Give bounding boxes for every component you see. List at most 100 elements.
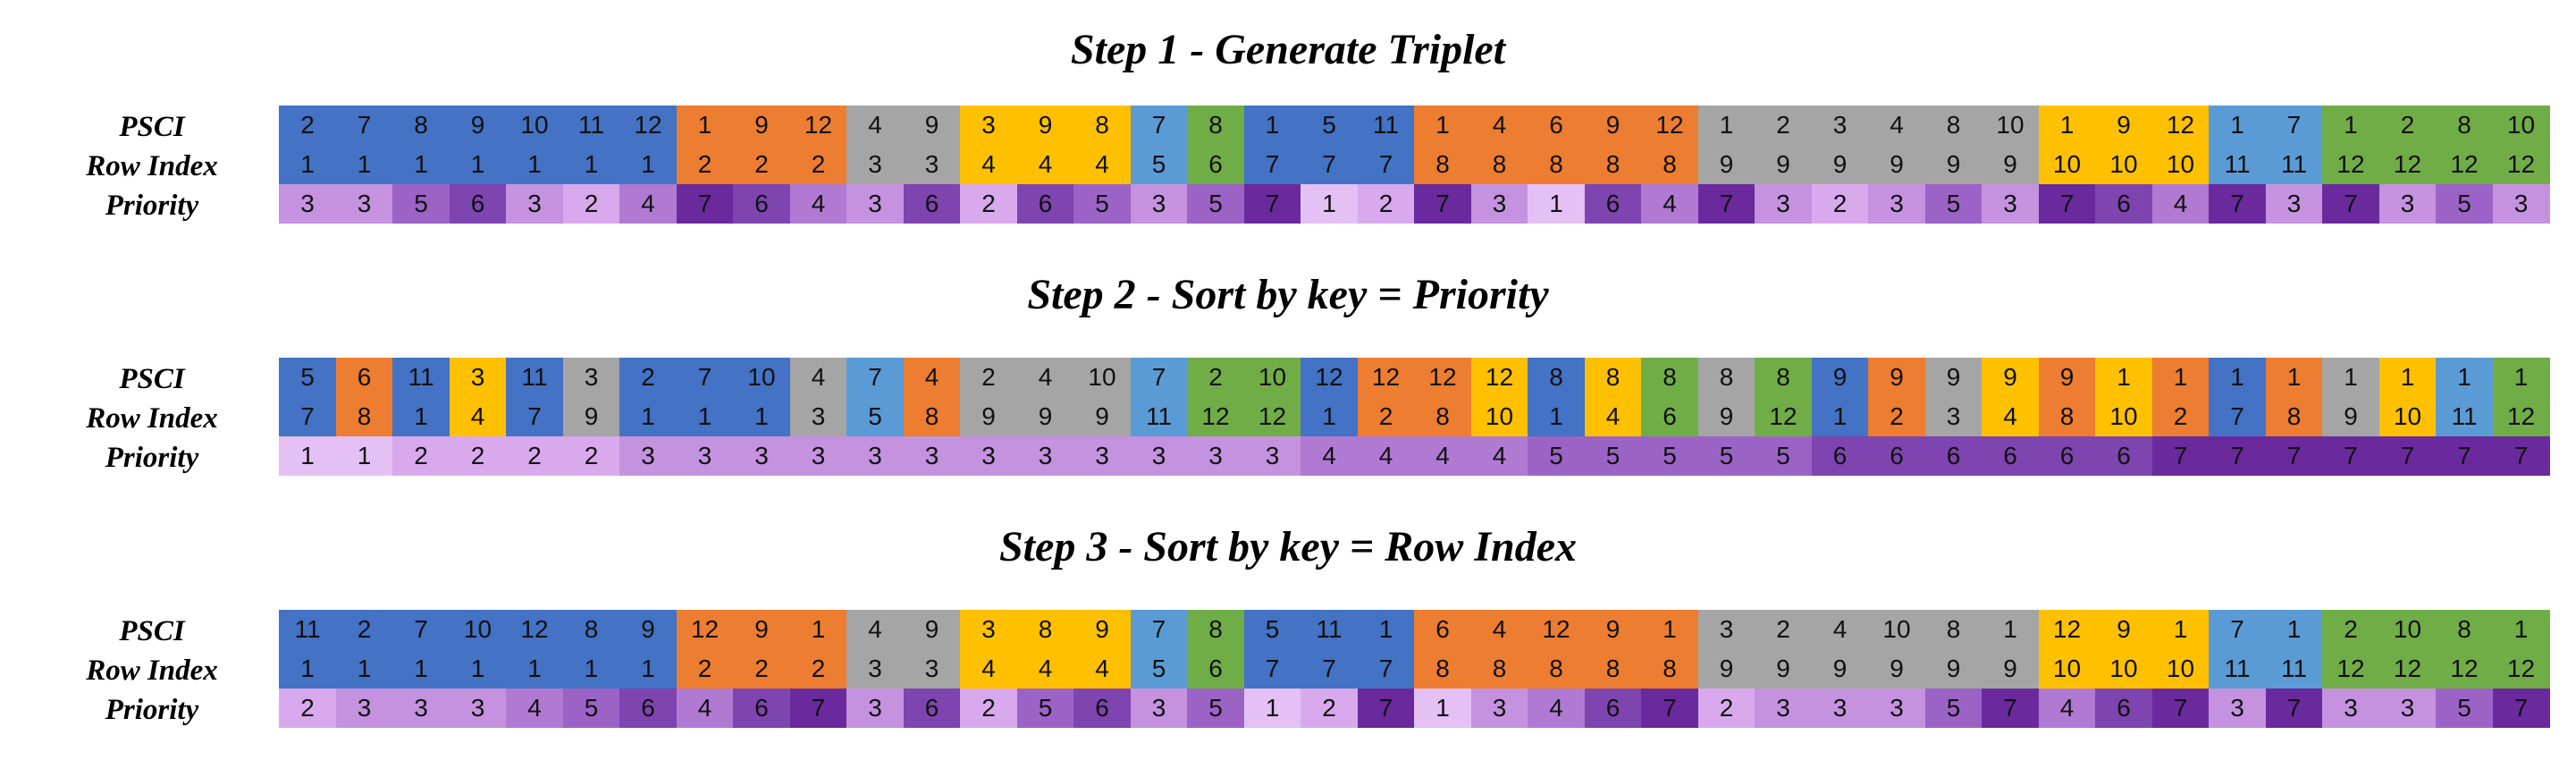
- psci-cell: 8: [2436, 610, 2493, 649]
- row-index-cell: 8: [1528, 649, 1585, 689]
- psci-cell: 8: [1755, 358, 1812, 397]
- psci-cell: 9: [2095, 610, 2152, 649]
- psci-cell: 2: [619, 358, 677, 397]
- psci-cell: 10: [733, 358, 790, 397]
- row-index-cell: 4: [449, 397, 507, 436]
- row-index-cell: 1: [392, 397, 450, 436]
- psci-cell: 8: [562, 610, 620, 649]
- row-index-cell: 1: [733, 397, 790, 436]
- row-index-cell: 8: [2038, 397, 2096, 436]
- psci-cell: 4: [1470, 610, 1528, 649]
- row-index-cell: 9: [1073, 397, 1131, 436]
- row-index-cell: 11: [2209, 649, 2266, 689]
- priority-cell: 7: [2265, 436, 2323, 476]
- priority-cell: 3: [1755, 184, 1812, 224]
- row-index-cell: 1: [676, 397, 734, 436]
- priority-cell: 3: [1982, 184, 2039, 224]
- row-index-cell: 8: [1414, 397, 1471, 436]
- row-index-cell: 1: [279, 145, 336, 184]
- row-index-cell: 11: [2265, 649, 2323, 689]
- row-index-cell: 9: [1755, 649, 1812, 689]
- psci-cell: 8: [1697, 358, 1755, 397]
- row-index-cell: 1: [619, 397, 677, 436]
- psci-cell: 2: [1755, 106, 1812, 145]
- psci-cell: 10: [506, 106, 563, 145]
- row-index-cell: 2: [789, 145, 847, 184]
- psci-cell: 8: [1528, 358, 1585, 397]
- row-index-cell: 1: [449, 145, 507, 184]
- priority-cell: 5: [1697, 436, 1755, 476]
- priority-cell: 3: [789, 436, 847, 476]
- psci-cell: 1: [2151, 358, 2210, 397]
- row-index-cell: 4: [960, 649, 1017, 689]
- psci-label: PSCI: [119, 111, 185, 143]
- row-index-cell: 1: [335, 145, 393, 184]
- priority-cell: 2: [1301, 689, 1358, 728]
- priority-cell: 4: [789, 184, 847, 224]
- priority-cell: 3: [2492, 184, 2550, 224]
- psci-cell: 2: [2378, 106, 2437, 145]
- priority-cell: 1: [1414, 689, 1471, 728]
- row-index-cell: 1: [619, 649, 677, 689]
- psci-cell: 11: [1357, 106, 1415, 145]
- psci-cell: 1: [789, 610, 847, 649]
- priority-cell: 7: [2492, 689, 2550, 728]
- psci-cell: 1: [2378, 358, 2437, 397]
- row-index-cell: 12: [2492, 397, 2550, 436]
- priority-cell: 2: [449, 436, 507, 476]
- priority-cell: 3: [1073, 436, 1131, 476]
- psci-cell: 1: [2436, 358, 2493, 397]
- psci-cell: 3: [449, 358, 507, 397]
- psci-cell: 1: [1697, 106, 1755, 145]
- priority-cell: 6: [2095, 689, 2152, 728]
- psci-cell: 1: [2151, 610, 2210, 649]
- priority-cell: 2: [562, 184, 620, 224]
- psci-cell: 4: [1016, 358, 1074, 397]
- psci-cell: 1: [2492, 610, 2550, 649]
- priority-cell: 4: [619, 184, 677, 224]
- psci-cell: 1: [2322, 358, 2379, 397]
- row-index-cell: 8: [1528, 145, 1585, 184]
- priority-cell: 2: [279, 689, 336, 728]
- priority-cell: 7: [2378, 436, 2437, 476]
- row-index-cell: 7: [2209, 397, 2266, 436]
- psci-cell: 9: [733, 610, 790, 649]
- psci-cell: 10: [1243, 358, 1301, 397]
- priority-cell: 3: [676, 436, 734, 476]
- priority-cell: 3: [1868, 184, 1925, 224]
- priority-label: Priority: [105, 694, 199, 726]
- priority-cell: 6: [2038, 436, 2096, 476]
- psci-cell: 1: [2038, 106, 2096, 145]
- priority-cell: 4: [1641, 184, 1698, 224]
- priority-cell: 7: [1357, 689, 1415, 728]
- step-2-title: Step 2 - Sort by key = Priority: [1027, 271, 1549, 318]
- priority-cell: 6: [2095, 184, 2152, 224]
- psci-cell: 1: [1357, 610, 1415, 649]
- row-index-cell: 3: [846, 145, 904, 184]
- priority-cell: 4: [2038, 689, 2096, 728]
- psci-cell: 1: [2209, 106, 2266, 145]
- row-index-cell: 9: [1811, 145, 1869, 184]
- priority-cell: 3: [1470, 184, 1528, 224]
- psci-cell: 8: [1187, 610, 1244, 649]
- priority-label: Priority: [105, 442, 199, 474]
- row-index-cell: 4: [1584, 397, 1642, 436]
- row-index-cell: 12: [1243, 397, 1301, 436]
- priority-cell: 7: [2322, 436, 2379, 476]
- priority-cell: 2: [1697, 689, 1755, 728]
- priority-cell: 3: [1130, 184, 1188, 224]
- psci-cell: 3: [1697, 610, 1755, 649]
- row-index-cell: 10: [2038, 145, 2096, 184]
- row-index-cell: 8: [1470, 145, 1528, 184]
- row-index-cell: 9: [1982, 649, 2039, 689]
- psci-cell: 11: [392, 358, 450, 397]
- psci-cell: 10: [1868, 610, 1925, 649]
- priority-cell: 5: [1187, 184, 1244, 224]
- priority-cell: 3: [2209, 689, 2266, 728]
- psci-label: PSCI: [119, 615, 185, 647]
- priority-cell: 5: [1924, 184, 1983, 224]
- priority-cell: 3: [846, 689, 904, 728]
- psci-cell: 2: [2322, 610, 2379, 649]
- priority-cell: 6: [1584, 689, 1642, 728]
- psci-cell: 1: [1414, 106, 1471, 145]
